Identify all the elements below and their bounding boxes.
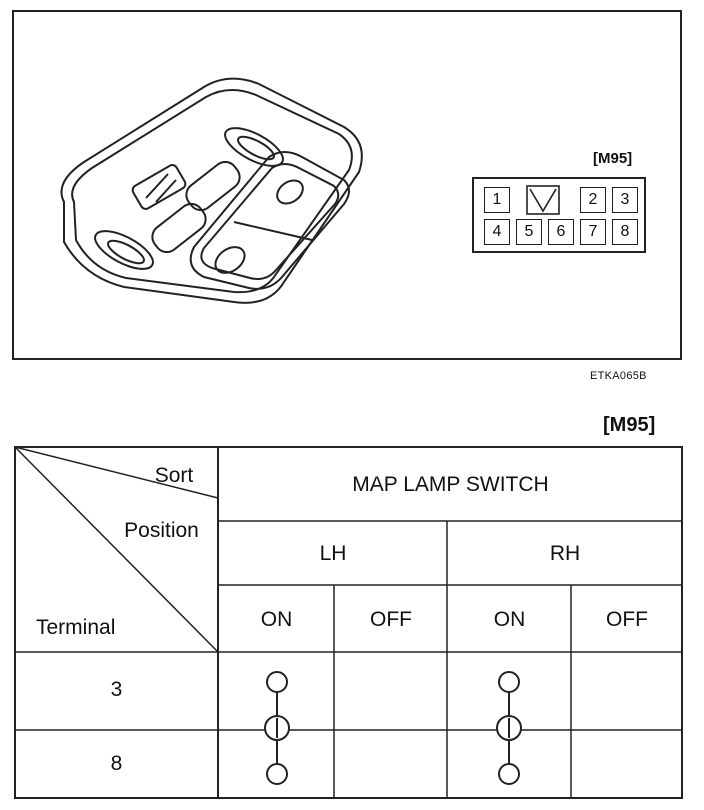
figure-frame: [M95] 1 2 3 4 5 6 7 8 <box>12 10 682 360</box>
continuity-table: Sort Position Terminal MAP LAMP SWITCH L… <box>14 446 684 800</box>
map-lamp-assembly-illustration <box>60 77 363 304</box>
state-lh-on: ON <box>260 608 293 631</box>
header-terminal: Terminal <box>36 616 116 639</box>
connector-pin-3: 3 <box>612 187 638 213</box>
connector-pin-5: 5 <box>516 219 542 245</box>
terminal-8: 8 <box>110 752 123 775</box>
connector-pin-6: 6 <box>548 219 574 245</box>
connector-pin-8: 8 <box>612 219 638 245</box>
connector-pin-2: 2 <box>580 187 606 213</box>
connector-key-icon <box>526 185 560 215</box>
connector-pin-1: 1 <box>484 187 510 213</box>
state-rh-off: OFF <box>606 608 648 631</box>
header-position: Position <box>124 519 199 542</box>
connector-label: [M95] <box>593 150 633 167</box>
figure-code: ETKA065B <box>590 370 647 382</box>
state-lh-off: OFF <box>370 608 412 631</box>
continuity-rh-on <box>496 671 522 785</box>
header-sort: Sort <box>154 464 194 487</box>
group-title: MAP LAMP SWITCH <box>352 473 549 496</box>
side-lh: LH <box>319 542 347 565</box>
side-rh: RH <box>549 542 581 565</box>
connector-pin-4: 4 <box>484 219 510 245</box>
state-rh-on: ON <box>493 608 526 631</box>
continuity-lh-on <box>264 671 290 785</box>
connector-pin-7: 7 <box>580 219 606 245</box>
terminal-3: 3 <box>110 678 123 701</box>
table-connector-ref: [M95] <box>603 414 656 436</box>
table-grid <box>14 446 683 799</box>
connector-m95: 1 2 3 4 5 6 7 8 <box>472 177 646 253</box>
